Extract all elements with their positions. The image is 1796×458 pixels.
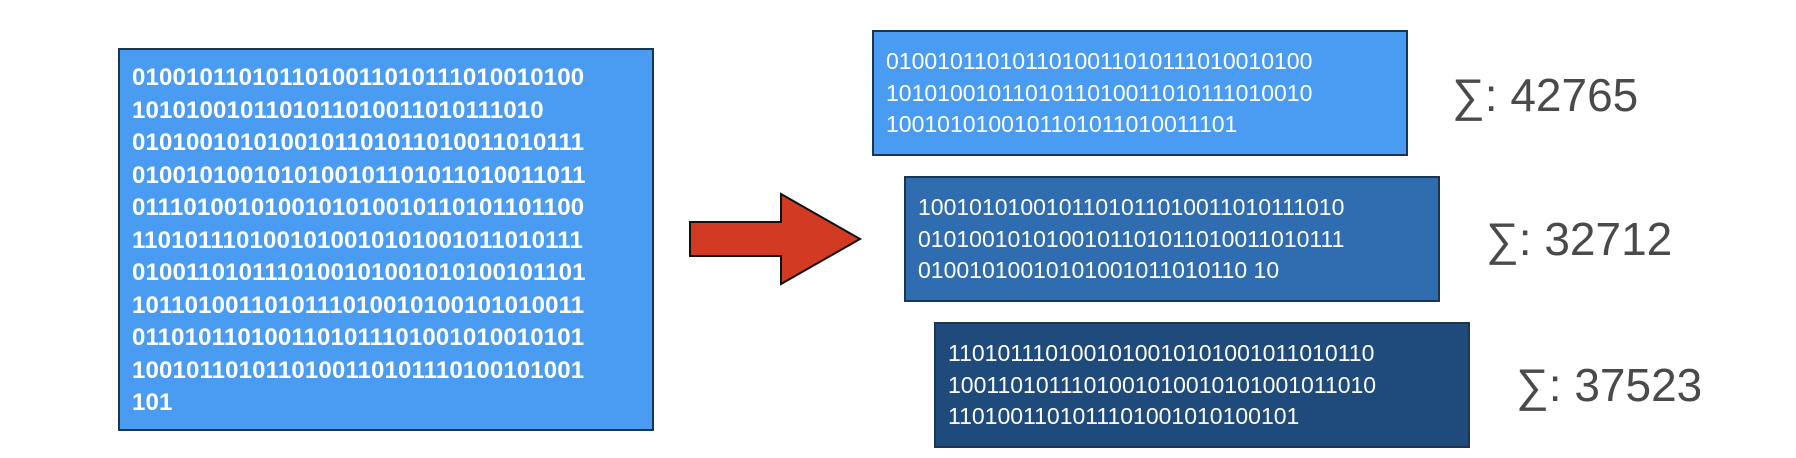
chunk-sum-3: ∑: 37523 — [1516, 359, 1703, 411]
chunk-sum-1: ∑: 42765 — [1452, 69, 1639, 121]
chunk-box-1: 0100101101011010011010111010010100 10101… — [872, 30, 1408, 156]
chunk-sum-2: ∑: 32712 — [1486, 213, 1673, 265]
chunk-box-2: 1001010100101101011010011010111010 01010… — [904, 176, 1440, 302]
source-bits-box: 0100101101011010011010111010010100 10101… — [118, 48, 654, 431]
chunk-box-3: 1101011101001010010101001011010110 10011… — [934, 322, 1470, 448]
right-arrow-icon — [689, 192, 863, 286]
